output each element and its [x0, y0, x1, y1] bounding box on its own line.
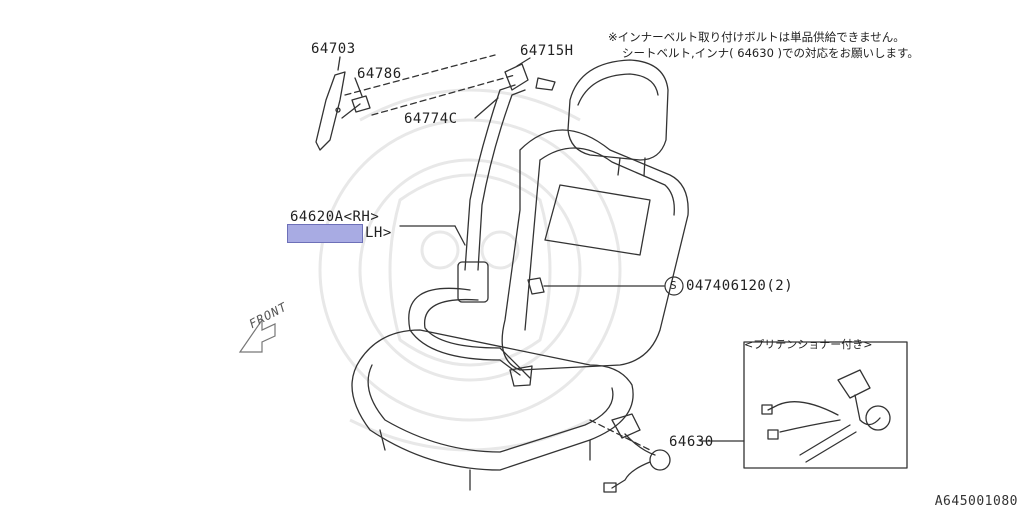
seat-drawing — [315, 54, 908, 493]
supply-note-line1: ※インナーベルト取り付けボルトは単品供給できません。 — [608, 30, 905, 44]
part-label-64715h[interactable]: 64715H — [520, 43, 574, 59]
standard-part-symbol-icon — [664, 276, 684, 296]
watermark-emblem — [318, 88, 622, 452]
diagram-id: A645001080 — [934, 494, 1018, 509]
part-label-64774c[interactable]: 64774C — [404, 111, 458, 127]
standard-part-symbol-letter: S — [670, 279, 678, 292]
part-highlight-box[interactable] — [287, 224, 363, 243]
front-arrow-icon — [238, 318, 276, 353]
supply-note-line2: シートベルト,インナ( 64630 )での対応をお願いします。 — [622, 46, 919, 60]
part-label-64620a-rh[interactable]: 64620A<RH> — [290, 209, 380, 225]
part-label-64703[interactable]: 64703 — [311, 41, 356, 57]
part-label-bolt[interactable]: 047406120(2) — [686, 278, 794, 294]
part-label-64786[interactable]: 64786 — [357, 66, 402, 82]
part-label-64630[interactable]: 64630 — [669, 434, 714, 450]
inset-title: <プリテンショナー付き> — [744, 338, 873, 351]
part-label-64620a-lh[interactable]: LH> — [365, 225, 392, 241]
